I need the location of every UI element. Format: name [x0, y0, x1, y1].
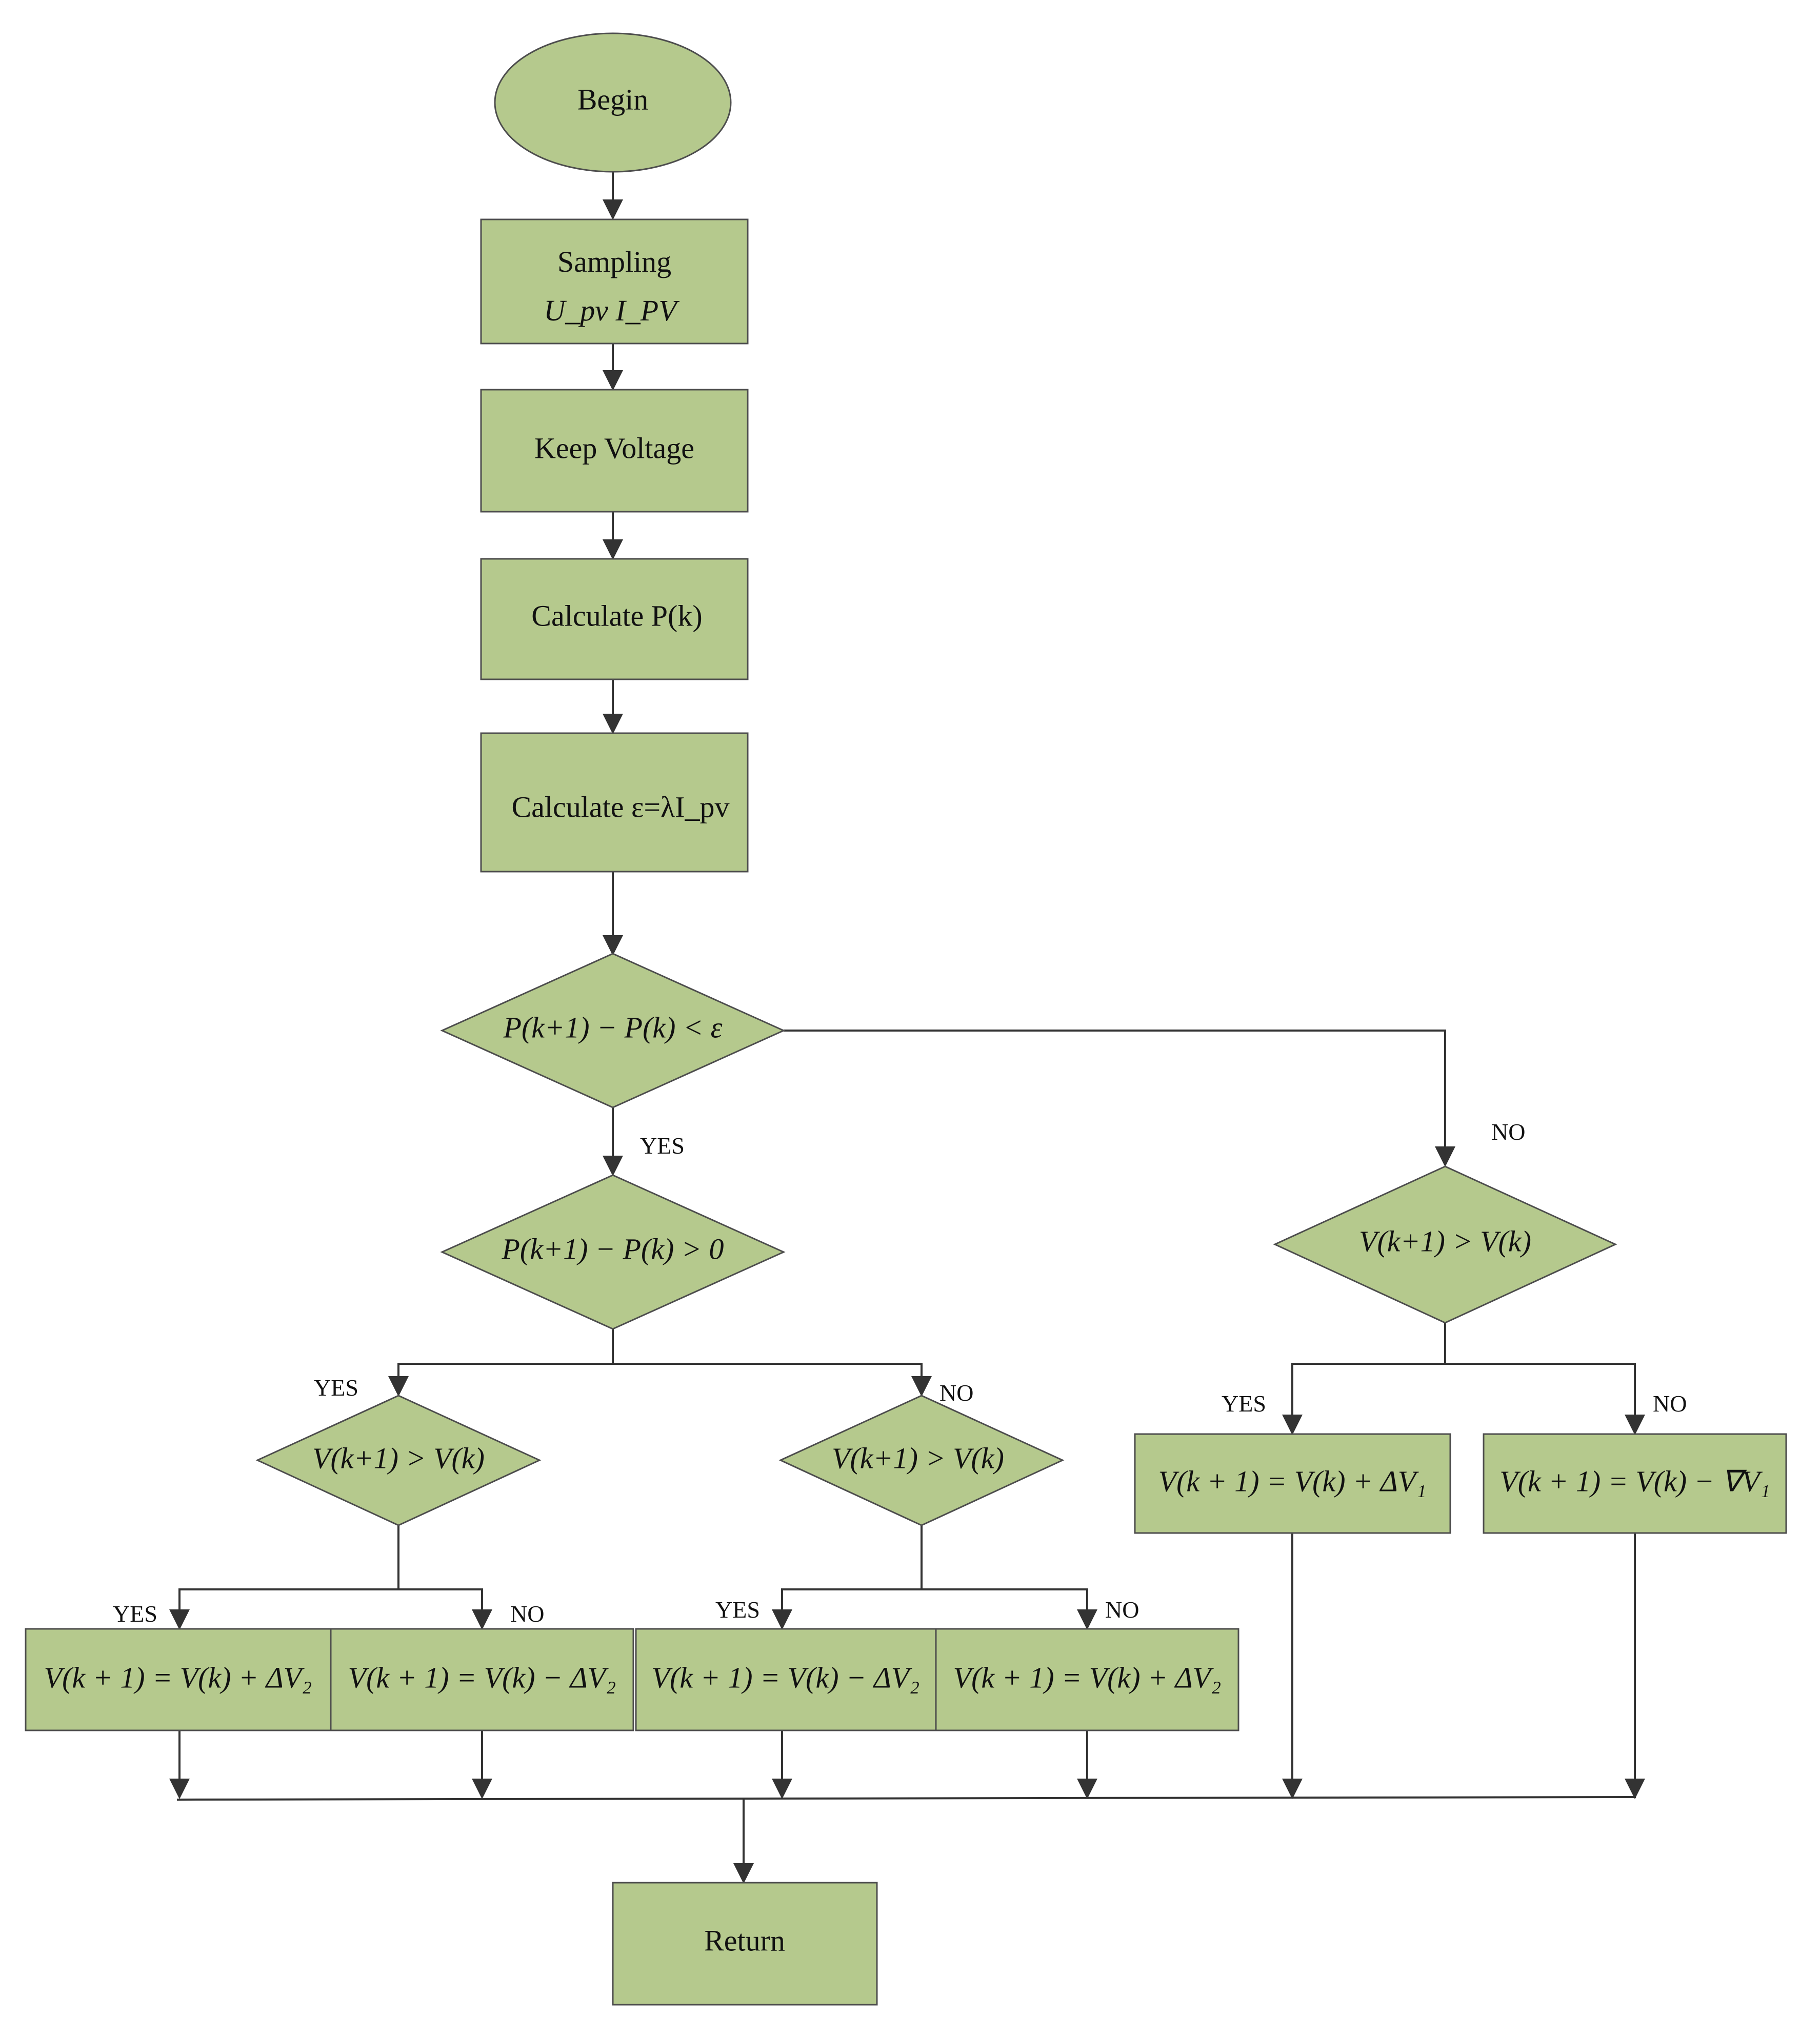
keep-voltage-node: Keep Voltage — [480, 389, 749, 513]
return-node: Return — [612, 1882, 878, 2006]
merge-line — [176, 1796, 1636, 1801]
edge-d4-b4-no — [922, 1588, 1097, 1630]
flag-no-d5: NO — [1653, 1390, 1687, 1417]
box-plus-dv1: V(k + 1) = V(k) + ΔV₁ — [1134, 1433, 1451, 1534]
box-minus-dv2-right: V(k + 1) = V(k) − ΔV₂ — [635, 1628, 937, 1731]
flag-no-d1: NO — [1491, 1119, 1525, 1145]
box-plus-dv2-left-label: V(k + 1) = V(k) + ΔV₂ — [44, 1661, 312, 1694]
calculate-p-label: Calculate P(k) — [531, 599, 702, 632]
decision-power-threshold: P(k+1) − P(k) < ε — [440, 953, 786, 1108]
sampling-title: Sampling — [557, 245, 671, 278]
flag-no-d3: NO — [510, 1601, 544, 1627]
sampling-node: Sampling U_pv I_PV — [480, 218, 749, 345]
decision-voltage-yes-branch: V(k+1) > V(k) — [255, 1395, 542, 1526]
decision-voltage-no-branch-label: V(k+1) > V(k) — [832, 1441, 1004, 1475]
decision-power-threshold-label: P(k+1) − P(k) < ε — [503, 1011, 723, 1044]
decision-voltage-yes-branch-label: V(k+1) > V(k) — [312, 1441, 485, 1475]
decision-voltage-right: V(k+1) > V(k) — [1273, 1165, 1617, 1324]
return-label: Return — [704, 1924, 785, 1957]
calculate-p-node: Calculate P(k) — [480, 558, 749, 680]
flag-yes-d5: YES — [1222, 1390, 1266, 1417]
flag-no-d4: NO — [1105, 1597, 1139, 1623]
edges — [169, 172, 1645, 1884]
box-minus-dv2-right-label: V(k + 1) = V(k) − ΔV₂ — [652, 1661, 920, 1694]
box-minus-nabla-v1-label: V(k + 1) = V(k) − ∇V₁ — [1499, 1464, 1770, 1498]
flag-yes-d1: YES — [640, 1133, 685, 1159]
flag-no-d2: NO — [939, 1380, 973, 1406]
box-plus-dv2-right-label: V(k + 1) = V(k) + ΔV₂ — [953, 1661, 1222, 1694]
decision-voltage-right-label: V(k+1) > V(k) — [1359, 1224, 1531, 1258]
keep-voltage-label: Keep Voltage — [534, 431, 694, 465]
edge-d5-bminus-no — [1445, 1363, 1645, 1435]
edge-d3-b2-no — [398, 1588, 492, 1630]
edge-d1-d5-no — [784, 1030, 1455, 1167]
flag-yes-d3: YES — [113, 1601, 157, 1627]
box-minus-nabla-v1: V(k + 1) = V(k) − ∇V₁ — [1483, 1433, 1787, 1534]
sampling-vars: U_pv I_PV — [544, 294, 680, 327]
calculate-epsilon-label: Calculate ε=λI_pv — [511, 790, 729, 823]
edge-d4-b3-yes — [772, 1588, 922, 1630]
edge-d5-bplus-yes — [1282, 1363, 1445, 1435]
box-plus-dv2-right: V(k + 1) = V(k) + ΔV₂ — [935, 1628, 1239, 1731]
flag-yes-d4: YES — [715, 1597, 760, 1623]
edge-d3-b1-yes — [169, 1588, 398, 1630]
decision-power-increase: P(k+1) − P(k) > 0 — [440, 1174, 786, 1330]
edge-d2-d4-no — [613, 1363, 932, 1397]
branch-flags: YES NO YES NO YES NO YES NO YES NO — [113, 1119, 1687, 1627]
flag-yes-d2: YES — [314, 1375, 358, 1401]
decision-voltage-no-branch: V(k+1) > V(k) — [778, 1395, 1065, 1526]
box-plus-dv2-left: V(k + 1) = V(k) + ΔV₂ — [25, 1628, 332, 1731]
decision-power-increase-label: P(k+1) − P(k) > 0 — [501, 1232, 724, 1265]
box-minus-dv2-left: V(k + 1) = V(k) − ΔV₂ — [330, 1628, 634, 1731]
begin-label: Begin — [577, 83, 649, 116]
box-plus-dv1-label: V(k + 1) = V(k) + ΔV₁ — [1158, 1464, 1427, 1498]
edge-d2-d3-yes — [388, 1363, 613, 1397]
calculate-epsilon-node: Calculate ε=λI_pv — [480, 732, 749, 873]
begin-node: Begin — [494, 32, 732, 173]
box-minus-dv2-left-label: V(k + 1) = V(k) − ΔV₂ — [348, 1661, 616, 1694]
